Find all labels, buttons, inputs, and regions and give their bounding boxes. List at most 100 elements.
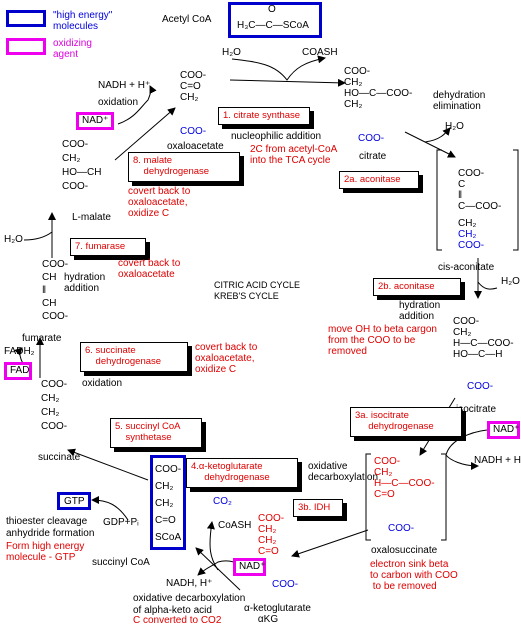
step6-note: covert back to oxaloacetate, oxidize C xyxy=(195,342,258,375)
oxaloacetate-name: oxaloacetate xyxy=(167,141,224,152)
arrow-step2a xyxy=(404,131,456,158)
step2a-aconitase-box: 2a. aconitase xyxy=(339,171,419,189)
succinate-molecule: COO- CH₂ CH₂ COO- xyxy=(41,379,68,432)
isocitrate-name: isocitrate xyxy=(456,404,497,415)
citrate-coo-blue: COO- xyxy=(358,133,385,144)
arrow-h2o-in xyxy=(477,281,498,290)
step3a-nadh: NADH + H⁺ xyxy=(474,455,521,466)
legend-high-energy-swatch xyxy=(6,10,46,27)
step8-malate-dh-box: 8. malate dehydrogenase xyxy=(128,152,240,182)
gdp-pi-label: GDP+Pᵢ xyxy=(103,517,139,528)
oxalosuccinate-note: electron sink beta to carbon with COO to… xyxy=(370,559,458,592)
arrow-h2o-out xyxy=(424,127,451,143)
arrow-step5 xyxy=(67,448,149,481)
legend-high-energy-label: "high energy" molecules xyxy=(53,10,113,32)
arrow-coash-4 xyxy=(206,521,219,571)
step7-fumarase-box: 7. fumarase xyxy=(70,238,146,256)
oxaloacetate-molecule: COO- C=O CH₂ xyxy=(180,70,207,103)
step8-note: covert back to oxaloacetate, oxidize C xyxy=(128,186,191,219)
acetyl-h2o: H₂O xyxy=(222,47,241,58)
succinyl-coa-name: succinyl CoA xyxy=(92,557,150,568)
step6-fadh2: FADH₂ xyxy=(4,346,35,357)
acetyl-coa-box xyxy=(228,2,322,38)
oxalosuccinate-molecule: COO- CH₂ H—C—COO- C=O xyxy=(374,456,435,500)
step2b-h2o: H₂O xyxy=(501,276,520,287)
arrow-step8 xyxy=(114,107,176,161)
fumarate-molecule: COO- CH ‖ CH COO- xyxy=(42,259,69,322)
isocitrate-molecule: COO- CH₂ H—C—COO- HO—C—H xyxy=(453,316,514,360)
step4-nadh: NADH, H⁺ xyxy=(166,578,213,589)
oxaloacetate-coo-blue: COO- xyxy=(180,126,207,137)
step5-label-1: thioester cleavage xyxy=(6,516,88,527)
cis-aconitate-molecule: COO- C ‖ C—COO- xyxy=(458,168,502,212)
bracket-right xyxy=(513,149,519,251)
bracket-left xyxy=(436,149,442,251)
step4-label-2: of alpha-keto acid xyxy=(133,605,212,616)
step2b-note: move OH to beta cargon from the COO to b… xyxy=(328,324,437,357)
step4-label-1: oxidative decarboxylation xyxy=(133,593,246,604)
center-title-2: KREB'S CYCLE xyxy=(214,291,279,301)
step6-fad-box: FAD xyxy=(4,362,32,380)
bracket-right-2 xyxy=(441,453,447,541)
legend-oxidizing-swatch xyxy=(6,38,46,55)
step3b-idh-box: 3b. IDH xyxy=(293,499,343,517)
step7-h2o: H₂O xyxy=(4,234,23,245)
step6-oxidation: oxidation xyxy=(82,378,123,389)
citrate-name: citrate xyxy=(359,151,387,162)
step4-coash: CoASH xyxy=(218,520,252,531)
step8-nad-box: NAD⁺ xyxy=(76,112,114,130)
arrow-nad-3a xyxy=(445,429,488,470)
akg-coo-blue: COO- xyxy=(272,579,299,590)
cis-aconitate-coo-blue: CH₂ COO- xyxy=(458,229,485,251)
arrow-nad-8 xyxy=(117,85,157,125)
arrow-h2o-7 xyxy=(23,231,53,241)
gtp-box xyxy=(57,492,91,510)
akg-name: α-ketoglutarate αKG xyxy=(244,603,311,624)
step4-note: C converted to CO2 xyxy=(133,615,222,624)
step2b-label: hydration addition xyxy=(399,300,441,322)
isocitrate-coo-blue: COO- xyxy=(467,381,494,392)
cis-aconitate-ch2: CH₂ xyxy=(458,218,477,229)
legend-oxidizing-label: oxidizing agent xyxy=(53,38,92,60)
cis-aconitate-name: cis-aconitate xyxy=(438,262,495,273)
malate-molecule: COO- CH₂ HO—CH COO- xyxy=(62,139,102,192)
center-title-1: CITRIC ACID CYCLE xyxy=(214,280,301,290)
step4-co2: CO₂ xyxy=(213,496,232,507)
step5-note: Form high energy molecule - GTP xyxy=(6,541,85,563)
acetyl-coa-formula-o: O xyxy=(268,4,276,15)
oxalosuccinate-coo-blue: COO- xyxy=(388,523,415,534)
bracket-left-2 xyxy=(365,453,371,541)
step1-citrate-synthase-box: 1. citrate synthase xyxy=(218,107,310,125)
citrate-molecule: COO- CH₂ HO—C—COO- CH₂ xyxy=(344,66,413,110)
dehydration-label: dehydration elimination xyxy=(433,90,486,112)
succinyl-coa-molecule: COO- CH₂ CH₂ C=O SCoA xyxy=(155,464,182,543)
gtp-label: GTP xyxy=(64,496,85,507)
step2b-aconitase-box: 2b. aconitase xyxy=(373,278,461,296)
step3a-label: oxidative decarboxylation xyxy=(308,461,379,483)
step6-succinate-dh-box: 6. succinate dehydrogenase xyxy=(80,342,188,372)
akg-molecule: COO- CH₂ CH₂ C=O xyxy=(258,513,285,557)
malate-name: L-malate xyxy=(72,212,111,223)
step4-nad-box: NAD⁺ xyxy=(233,558,266,576)
step3a-nad-box: NAD⁺ xyxy=(487,421,520,439)
fumarate-name: fumarate xyxy=(22,333,62,344)
succinate-name: succinate xyxy=(38,452,81,463)
step1-note-nucleophilic: nucleophilic addition xyxy=(231,131,322,142)
step1-note-2c: 2C from acetyl-CoA into the TCA cycle xyxy=(250,144,338,166)
step5-label-2: anhydride formation xyxy=(6,528,95,539)
step3a-isocitrate-dh-box: 3a. isocitrate dehydrogenase xyxy=(350,407,462,437)
step7-note: covert back to oxaloacetate xyxy=(118,258,181,280)
step5-succinyl-coa-synthetase-box: 5. succinyl CoA synthetase xyxy=(110,418,202,448)
step8-nadh: NADH + H⁺ xyxy=(98,80,151,91)
arrow-step1 xyxy=(229,78,346,87)
arrow-step1-side xyxy=(231,55,326,81)
arrow-step3b xyxy=(291,529,369,558)
step4-akg-dh-box: 4.α-ketoglutarate dehydrogenase xyxy=(186,458,298,488)
arrow-gtp xyxy=(91,496,129,521)
step7-label: hydration addition xyxy=(64,272,106,294)
dehydration-h2o: H₂O xyxy=(445,121,464,132)
succinyl-coa-box xyxy=(150,455,186,550)
oxalosuccinate-name: oxalosuccinate xyxy=(371,545,438,556)
acetyl-coa-label: Acetyl CoA xyxy=(162,14,212,25)
